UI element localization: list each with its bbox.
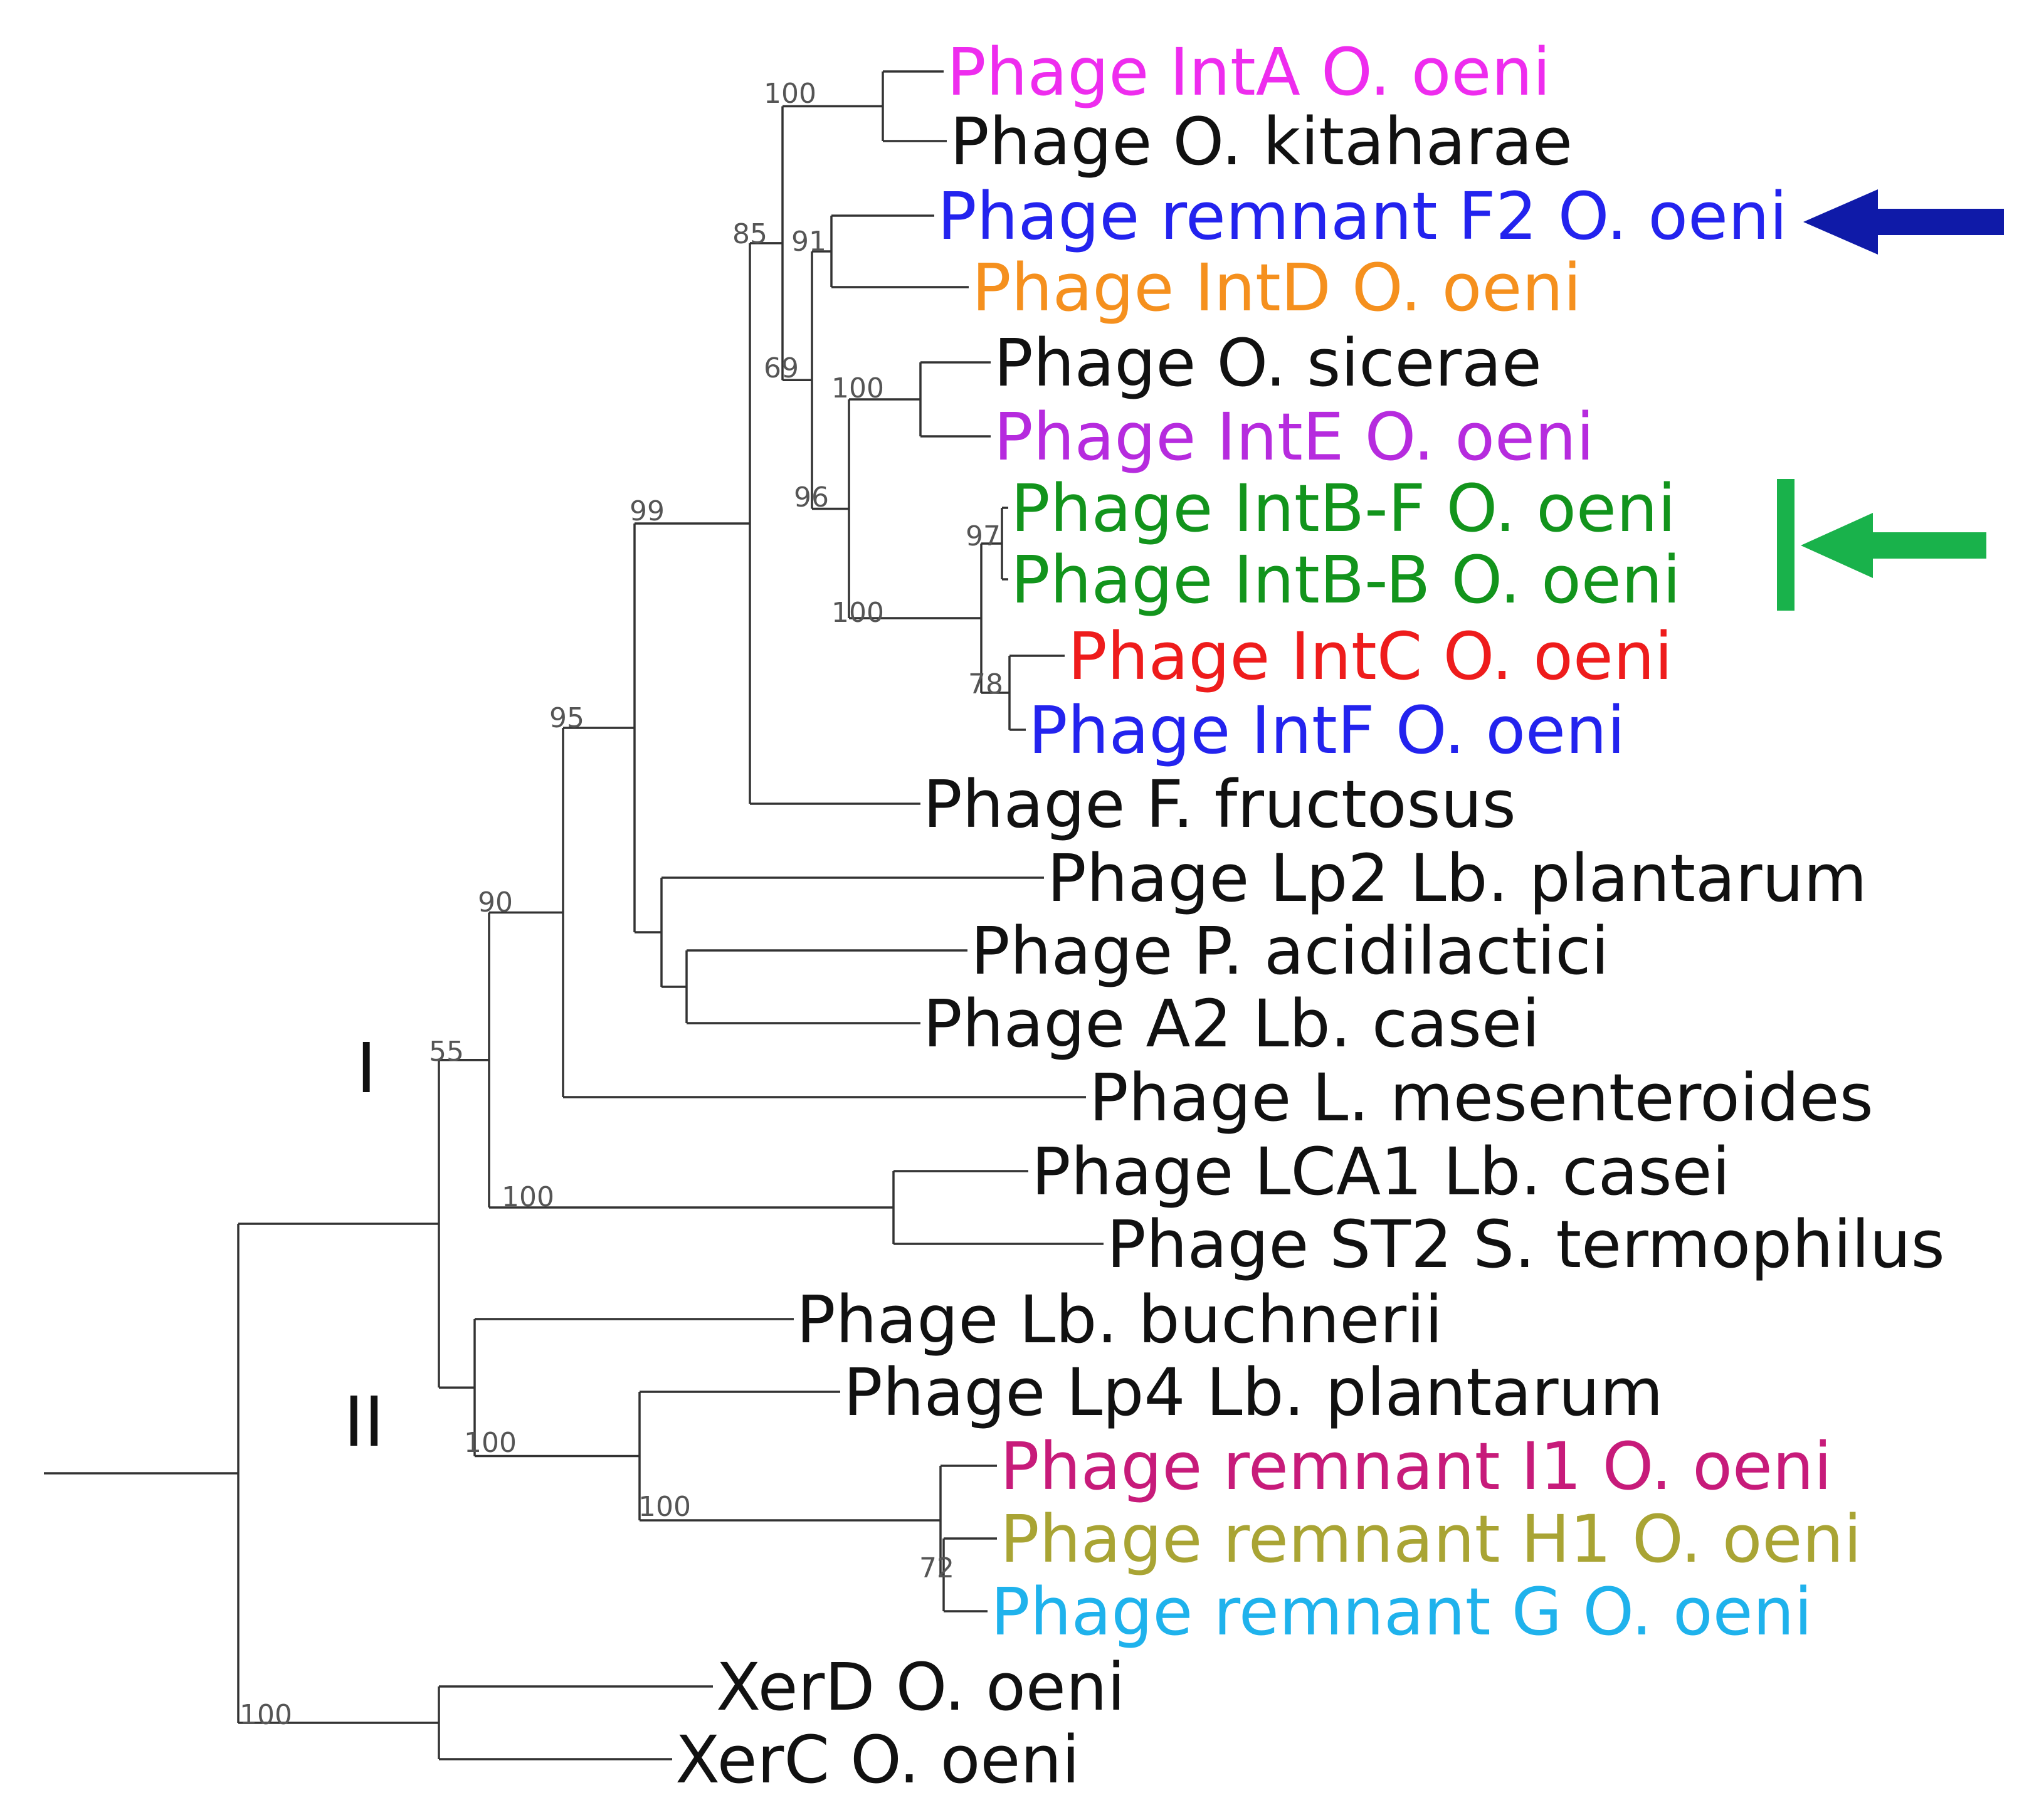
clade-label-i: I: [356, 1028, 376, 1108]
bootstrap-value: 78: [968, 668, 1003, 700]
bootstrap-values: 55 90 95 99 85 100 69 91 96 100 100 97 78 100 100 100 72…: [240, 78, 1003, 1731]
leaf-label: Phage ST2 S. termophilus: [1107, 1206, 1945, 1283]
bootstrap-value: 91: [791, 226, 826, 258]
arrow-blue-remnant-f2: [1803, 189, 2004, 255]
bootstrap-value: 85: [732, 218, 767, 250]
leaf-label: Phage Lp4 Lb. plantarum: [843, 1354, 1663, 1431]
leaf-label: Phage IntA O. oeni: [947, 34, 1551, 110]
leaf-label: Phage A2 Lb. casei: [923, 986, 1540, 1062]
leaf-label: XerC O. oeni: [675, 1722, 1080, 1798]
arrow-blue-shaft: [1875, 209, 2004, 235]
bootstrap-value: 72: [919, 1552, 954, 1584]
bootstrap-value: 100: [240, 1699, 292, 1731]
bootstrap-value: 99: [630, 495, 665, 527]
bootstrap-value: 100: [502, 1181, 554, 1213]
leaf-label: Phage remnant H1 O. oeni: [1000, 1501, 1862, 1577]
bootstrap-value: 90: [478, 886, 513, 918]
leaf-label: Phage remnant I1 O. oeni: [1000, 1428, 1832, 1505]
bootstrap-value: 100: [638, 1491, 691, 1523]
leaf-label: Phage O. kitaharae: [950, 103, 1573, 180]
bootstrap-value: 100: [764, 78, 816, 110]
leaf-label: Phage P. acidilactici: [971, 913, 1609, 989]
leaf-label: Phage remnant G O. oeni: [991, 1574, 1812, 1650]
leaf-label: Phage IntD O. oeni: [972, 250, 1581, 326]
leaf-label: Phage LCA1 Lb. casei: [1031, 1134, 1730, 1210]
bootstrap-value: 55: [429, 1036, 464, 1068]
arrow-green-shaft: [1870, 532, 1986, 559]
leaf-label: Phage IntC O. oeni: [1068, 618, 1673, 695]
bootstrap-value: 69: [764, 352, 799, 384]
bootstrap-value: 100: [831, 597, 884, 629]
bootstrap-value: 95: [549, 702, 584, 734]
bootstrap-value: 100: [464, 1427, 517, 1459]
leaf-label: XerD O. oeni: [716, 1649, 1125, 1725]
leaf-label: Phage F. fructosus: [923, 766, 1516, 843]
clade-label-ii: II: [344, 1382, 384, 1462]
leaf-label: Phage remnant F2 O. oeni: [937, 178, 1788, 255]
bootstrap-value: 97: [966, 520, 1001, 552]
arrow-blue-head: [1803, 189, 1878, 255]
leaf-label: Phage IntB-F O. oeni: [1011, 470, 1676, 547]
tree-branches: [44, 70, 1104, 1760]
arrow-green-head: [1801, 513, 1873, 578]
leaf-label: Phage O. sicerae: [994, 325, 1542, 401]
arrow-green-intb: [1777, 479, 1986, 611]
leaf-label: Phage IntB-B O. oeni: [1011, 542, 1681, 618]
leaf-label: Phage IntE O. oeni: [994, 399, 1594, 475]
leaf-label: Phage Lp2 Lb. plantarum: [1047, 840, 1867, 917]
bootstrap-value: 100: [831, 372, 884, 404]
leaf-label: Phage L. mesenteroides: [1089, 1060, 1874, 1136]
bootstrap-value: 96: [794, 481, 829, 513]
arrow-green-bracket: [1777, 479, 1794, 611]
leaf-label: Phage IntF O. oeni: [1028, 692, 1625, 769]
leaf-label: Phage Lb. buchnerii: [796, 1281, 1443, 1358]
